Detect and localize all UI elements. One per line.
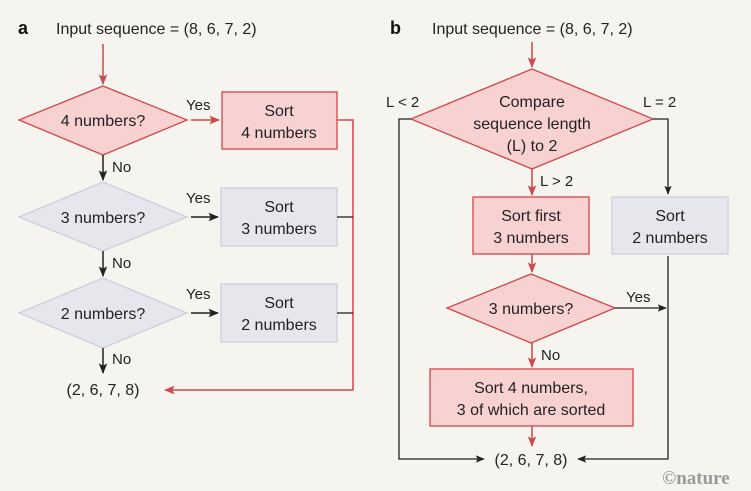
path-l-equal-2: [653, 118, 672, 195]
sort-4-numbers-box: [221, 91, 338, 150]
red-return-path: [163, 119, 354, 395]
sort-2-numbers-box: [220, 283, 338, 343]
decision-3-numbers-label: 3 numbers?: [61, 210, 146, 227]
sort-3-line2: 3 numbers: [241, 221, 317, 238]
yes-label-4: Yes: [186, 97, 210, 114]
panel-a-label: a: [18, 18, 29, 38]
sort-3-line1: Sort: [264, 199, 294, 216]
no-label-4: No: [112, 159, 131, 176]
sort-4-partial-line1: Sort 4 numbers,: [474, 380, 588, 397]
panel-b-label: b: [390, 18, 401, 38]
sort-2-b-line2: 2 numbers: [632, 230, 708, 247]
panel-b-input-label: Input sequence = (8, 6, 7, 2): [432, 21, 633, 38]
panel-a-input-label: Input sequence = (8, 6, 7, 2): [56, 21, 257, 38]
no-label-b: No: [541, 347, 560, 364]
panel-a-output: (2, 6, 7, 8): [67, 382, 140, 399]
decision-3-b-label: 3 numbers?: [489, 301, 574, 318]
compare-line2: sequence length: [473, 116, 590, 133]
sort-2-line1: Sort: [264, 295, 294, 312]
compare-line3: (L) to 2: [507, 138, 558, 155]
compare-line1: Compare: [499, 94, 565, 111]
sort-4-partial-line2: 3 of which are sorted: [457, 402, 606, 419]
panel-b-output: (2, 6, 7, 8): [495, 452, 568, 469]
sort-2-line2: 2 numbers: [241, 317, 317, 334]
yes-label-b: Yes: [626, 289, 650, 306]
path-l-less-2: [398, 118, 485, 463]
no-label-2: No: [112, 351, 131, 368]
nature-watermark: ©nature: [662, 468, 730, 489]
no-label-3: No: [112, 255, 131, 272]
sort-4-partial-box: [429, 368, 634, 427]
sort-3-numbers-box: [220, 187, 338, 247]
l-less-2-label: L < 2: [386, 94, 419, 111]
decision-4-numbers-label: 4 numbers?: [61, 113, 146, 130]
panel-b: b Input sequence = (8, 6, 7, 2) Compare …: [386, 18, 729, 469]
decision-3-numbers-b: [445, 273, 617, 344]
sort-first-3-box: [472, 196, 590, 255]
yes-label-3: Yes: [186, 190, 210, 207]
l-greater-2-label: L > 2: [540, 173, 573, 190]
path-sort-2-to-output: [577, 256, 669, 463]
l-equal-2-label: L = 2: [643, 94, 676, 111]
sort-first-3-line2: 3 numbers: [493, 230, 569, 247]
sort-first-3-line1: Sort first: [501, 208, 561, 225]
decision-2-numbers-label: 2 numbers?: [61, 306, 146, 323]
sort-4-line1: Sort: [264, 103, 294, 120]
sort-2-b-line1: Sort: [655, 208, 685, 225]
yes-label-2: Yes: [186, 286, 210, 303]
sort-4-line2: 4 numbers: [241, 125, 317, 142]
panel-a: a Input sequence = (8, 6, 7, 2) 4 number…: [17, 18, 354, 399]
sort-2-numbers-box-b: [611, 196, 729, 255]
